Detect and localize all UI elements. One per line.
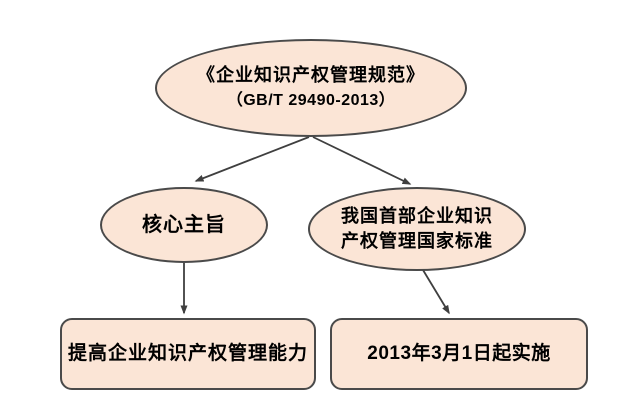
arrow-standard-to-date (422, 269, 450, 315)
capability-result-box: 提高企业知识产权管理能力 (60, 318, 316, 390)
capability-result-label: 提高企业知识产权管理能力 (67, 342, 308, 364)
national-standard-line2: 产权管理国家标准 (341, 231, 493, 251)
arrow-root-to-core (194, 136, 310, 182)
arrow-root-to-standard (312, 136, 412, 185)
core-purpose-ellipse: 核心主旨 (100, 187, 268, 263)
root-standard-code: （GB/T 29490-2013） (226, 92, 396, 110)
root-standard-title: 《企业知识产权管理规范》 (197, 65, 425, 86)
national-standard-line1: 我国首部企业知识 (341, 205, 493, 226)
national-standard-ellipse: 我国首部企业知识 产权管理国家标准 (308, 187, 526, 271)
core-purpose-label: 核心主旨 (142, 214, 226, 236)
root-standard-ellipse: 《企业知识产权管理规范》 （GB/T 29490-2013） (155, 39, 467, 137)
implementation-date-box: 2013年3月1日起实施 (330, 318, 588, 390)
implementation-date-label: 2013年3月1日起实施 (367, 342, 551, 364)
